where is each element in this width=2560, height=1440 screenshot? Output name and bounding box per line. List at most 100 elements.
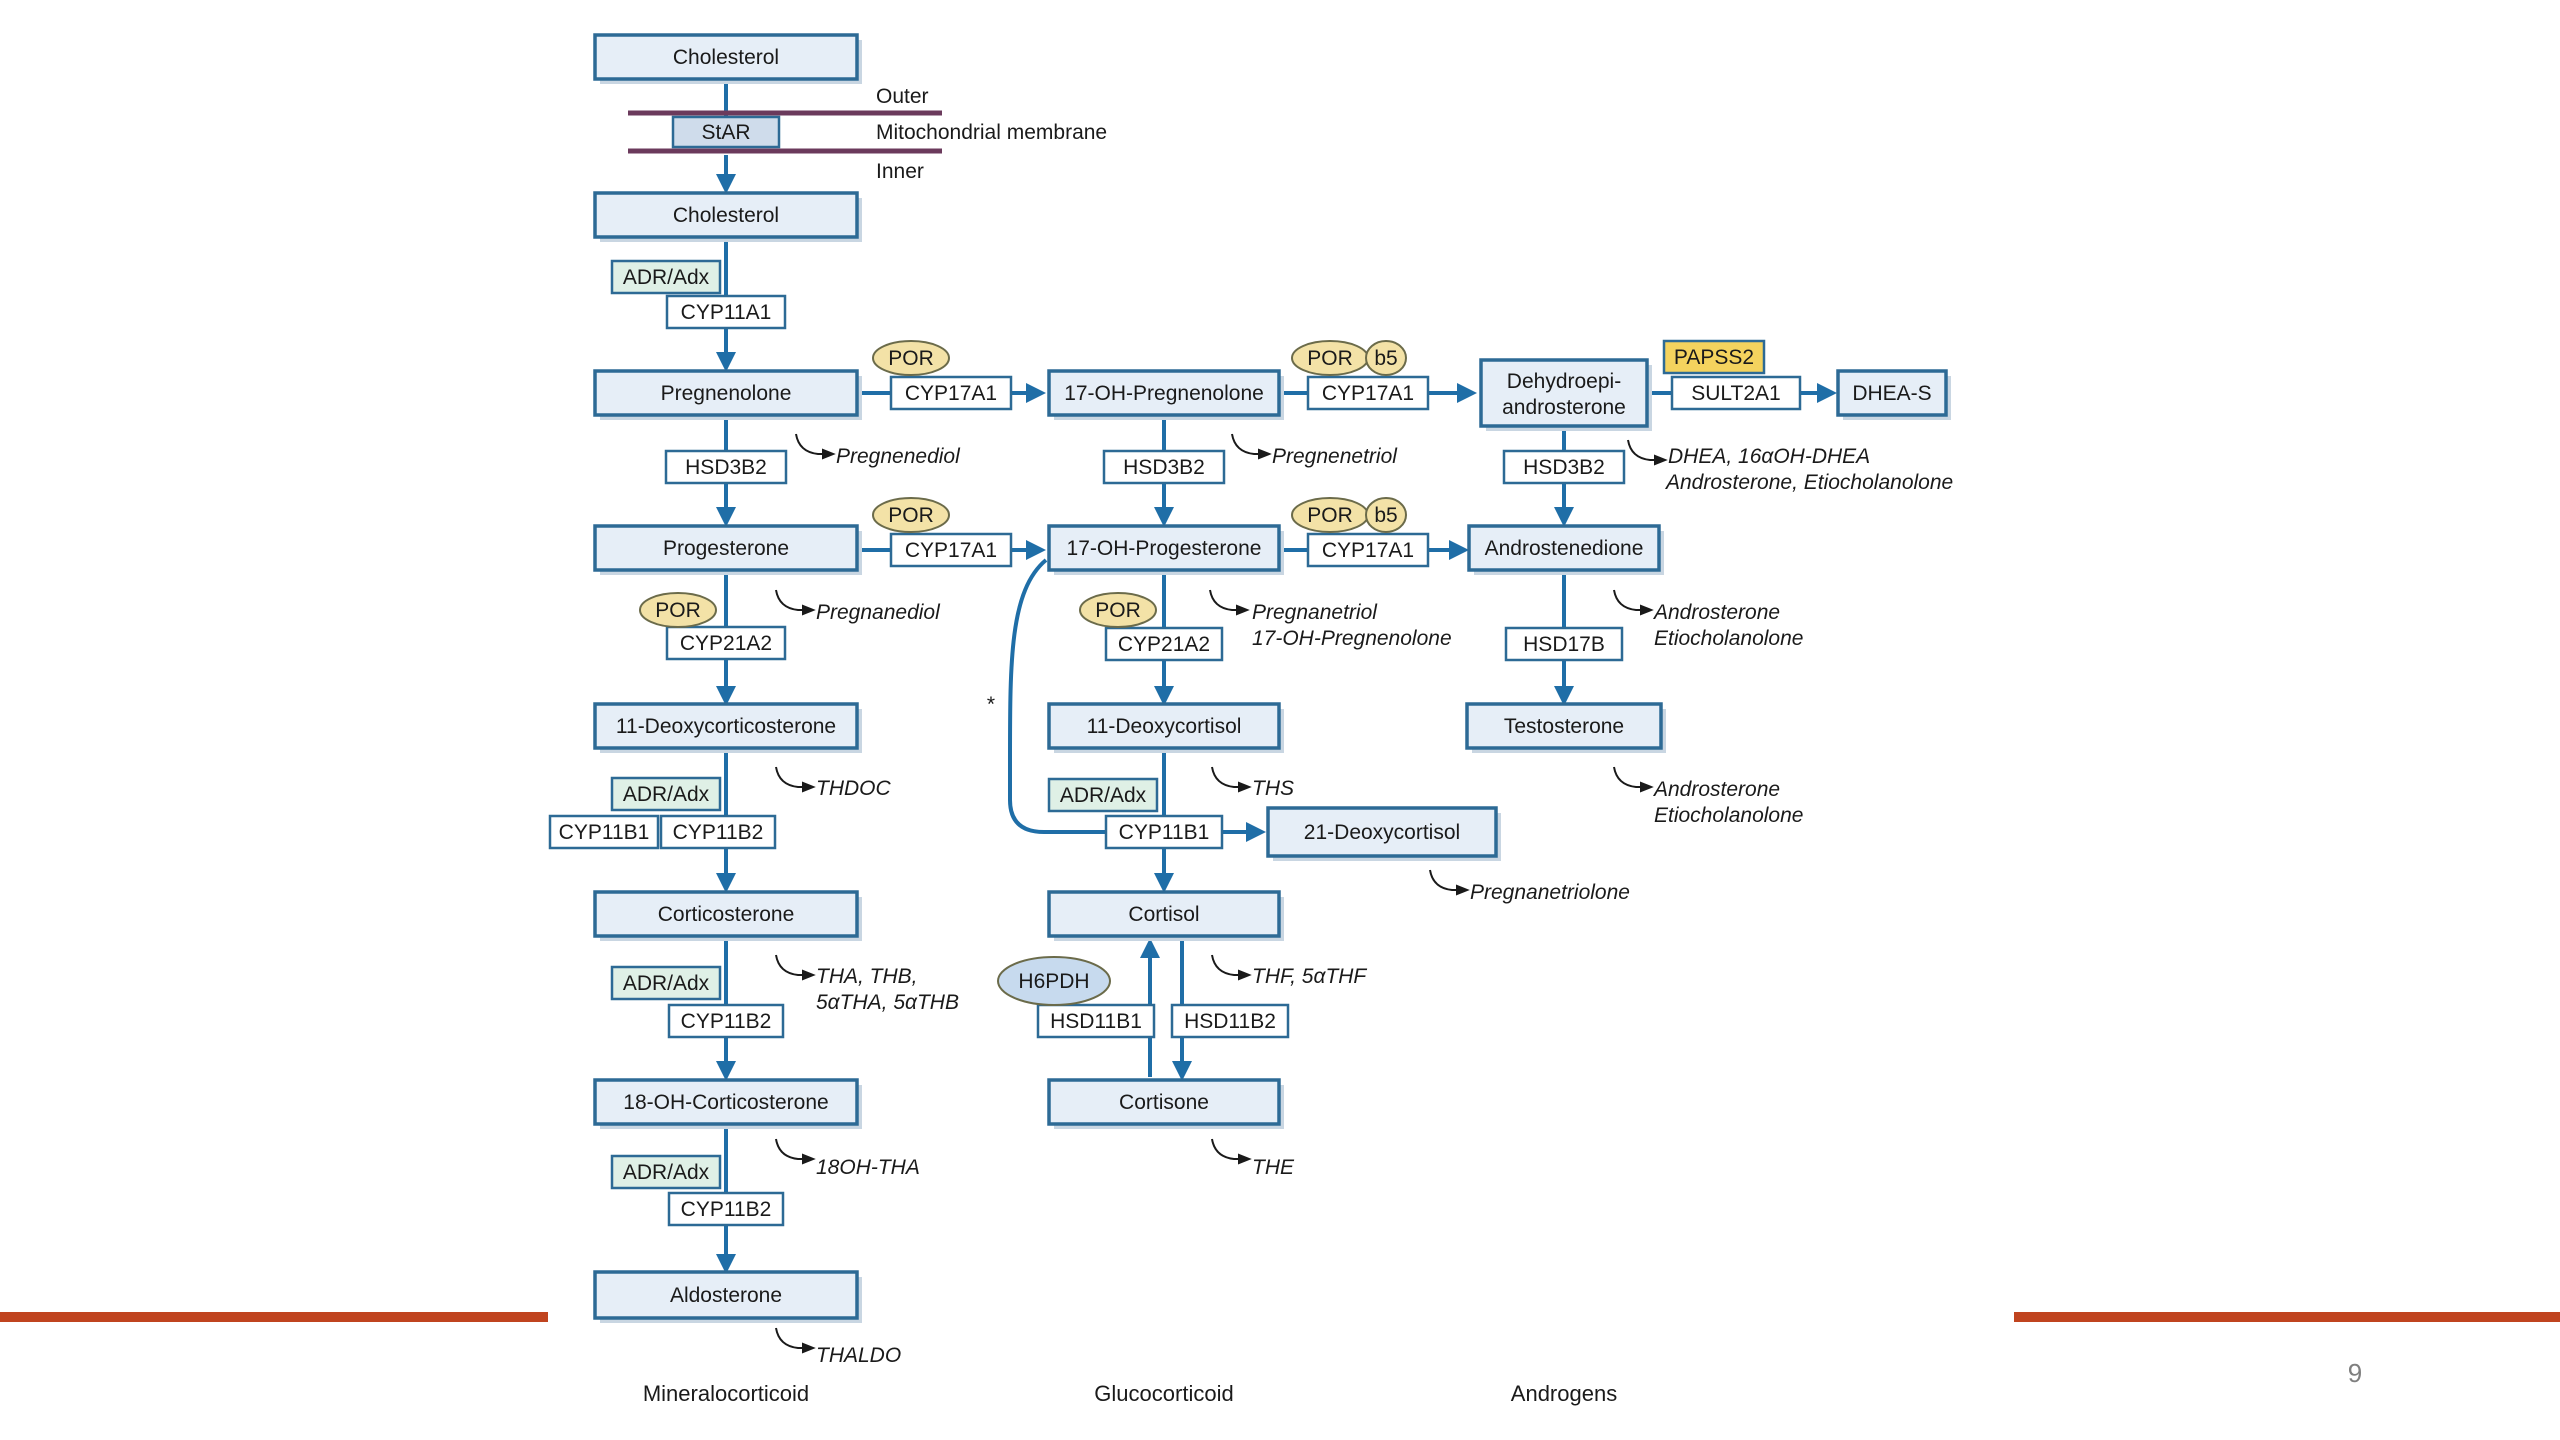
cortisone-label: Cortisone: [1119, 1091, 1209, 1114]
adr-adx-5-box: [1047, 777, 1159, 813]
sult2a1-box: [1670, 375, 1802, 411]
membrane-inner-label: Inner: [876, 160, 924, 183]
por-5-label: POR: [655, 599, 701, 622]
pregnenolone-label: Pregnenolone: [661, 382, 792, 405]
deoxycortisol-21-box: [1266, 806, 1498, 858]
deoxycorticosterone-box: [593, 702, 859, 750]
b5-2-label: b5: [1374, 504, 1397, 527]
por-3-shape: [872, 497, 950, 533]
thaldo-label: THALDO: [816, 1344, 901, 1367]
dhea-s-box: [1836, 369, 1948, 417]
cyp11b2-3-label: CYP11B2: [681, 1198, 772, 1221]
tha-hook: [775, 954, 816, 981]
left-accent-stripe: [0, 1312, 548, 1322]
deoxycortisol-box: [1047, 702, 1281, 750]
dhea-label-2: androsterone: [1502, 396, 1626, 419]
page-number: 9: [2347, 1358, 2363, 1388]
pregnanetriolone-hook: [1429, 869, 1470, 896]
cyp21a2-2-box: [1104, 626, 1224, 662]
pregnanetriol-label-2: 17-OH-Pregnenolone: [1252, 627, 1452, 650]
por-5-shape: [639, 592, 717, 628]
por-1-label: POR: [888, 347, 934, 370]
adr-adx-3-label: ADR/Adx: [623, 972, 710, 995]
mineralocorticoid-label: Mineralocorticoid: [643, 1381, 809, 1406]
hsd17b-label: HSD17B: [1523, 633, 1605, 656]
adr-adx-3-box: [610, 965, 722, 1001]
cyp17a1-4-box: [1306, 532, 1430, 568]
cyp11b2-1-label: CYP11B2: [673, 821, 764, 844]
pregnanetriolone-label: Pregnanetriolone: [1470, 881, 1630, 904]
pregnenolone-box: [593, 369, 859, 417]
cyp11b2-3-box: [667, 1191, 785, 1227]
cholesterol-label: Cholesterol: [673, 204, 779, 227]
the-label: THE: [1252, 1156, 1295, 1179]
androsterone-label-2: Androsterone: [1652, 778, 1780, 801]
hsd3b2-1-label: HSD3B2: [685, 456, 767, 479]
cortisone-box: [1047, 1078, 1281, 1126]
tha-label-2: 5αTHA, 5αTHB: [816, 991, 959, 1014]
asterisk-label: *: [987, 693, 995, 716]
pregnanetriol-hook: [1209, 589, 1250, 616]
adr-adx-4-label: ADR/Adx: [623, 1161, 710, 1184]
b5-1-label: b5: [1374, 347, 1397, 370]
thf-label: THF, 5αTHF: [1252, 965, 1367, 988]
thdoc-label: THDOC: [816, 777, 891, 800]
por-2-label: POR: [1307, 347, 1353, 370]
pregnenediol-hook: [795, 433, 836, 460]
papss2-label: PAPSS2: [1674, 346, 1754, 369]
por-6-shape: [1079, 592, 1157, 628]
adr-adx-1-box: [610, 259, 722, 295]
por-1-shape: [872, 340, 950, 376]
adr-adx-4-box: [610, 1154, 722, 1190]
cortisol-label: Cortisol: [1128, 903, 1199, 926]
oh17-progesterone-box: [1047, 524, 1281, 572]
dhea-label-1: Dehydroepi-: [1507, 370, 1621, 393]
thf-hook: [1211, 954, 1252, 981]
18oh-tha-hook: [775, 1138, 816, 1165]
cyp11b1-1-box: [548, 814, 660, 850]
pregnanediol-label: Pregnanediol: [816, 601, 941, 624]
cyp11b2-2-label: CYP11B2: [681, 1010, 772, 1033]
oh18-corticosterone-box: [593, 1078, 859, 1126]
tha-label-1: THA, THB,: [816, 965, 918, 988]
cyp11b2-2-box: [667, 1003, 785, 1039]
pregnenediol-label: Pregnenediol: [836, 445, 961, 468]
the-hook: [1211, 1138, 1252, 1165]
b5-2-shape: [1365, 497, 1407, 533]
deoxycortisol-label: 11-Deoxycortisol: [1087, 715, 1242, 738]
adr-adx-2-label: ADR/Adx: [623, 783, 710, 806]
por-3-label: POR: [888, 504, 934, 527]
aldosterone-box: [593, 1270, 859, 1320]
testosterone-label: Testosterone: [1504, 715, 1624, 738]
dhea-excretion-label-1: DHEA, 16αOH-DHEA: [1668, 445, 1870, 468]
star-box: [671, 115, 781, 149]
androgens-label: Androgens: [1511, 1381, 1617, 1406]
androsterone-hook-2: [1613, 766, 1654, 793]
cyp17a1-4-label: CYP17A1: [1322, 539, 1414, 562]
dhea-box: [1479, 358, 1649, 428]
dhea-excretion-hook: [1627, 439, 1668, 466]
cyp17a1-2-box: [1306, 375, 1430, 411]
pregnanediol-hook: [775, 589, 816, 616]
b5-1-shape: [1365, 340, 1407, 376]
cyp11a1-label: CYP11A1: [681, 301, 772, 324]
ths-label: THS: [1252, 777, 1294, 800]
cholesterol-top-box: [593, 33, 859, 81]
right-accent-stripe: [2014, 1312, 2560, 1322]
cyp11a1-box: [665, 294, 787, 330]
hsd17b-box: [1504, 626, 1624, 662]
corticosterone-label: Corticosterone: [658, 903, 795, 926]
membrane-middle-label: Mitochondrial membrane: [876, 121, 1107, 144]
cholesterol-box: [593, 191, 859, 239]
cyp17a1-3-box: [889, 532, 1013, 568]
pregnanetriol-label-1: Pregnanetriol: [1252, 601, 1378, 624]
cyp11b1-2-label: CYP11B1: [1119, 821, 1210, 844]
adr-adx-1-label: ADR/Adx: [623, 266, 710, 289]
androstenedione-box: [1467, 524, 1661, 572]
dhea-s-label: DHEA-S: [1852, 382, 1931, 405]
testosterone-box: [1465, 702, 1663, 750]
hsd11b2-label: HSD11B2: [1184, 1010, 1276, 1033]
18oh-tha-label: 18OH-THA: [816, 1156, 920, 1179]
